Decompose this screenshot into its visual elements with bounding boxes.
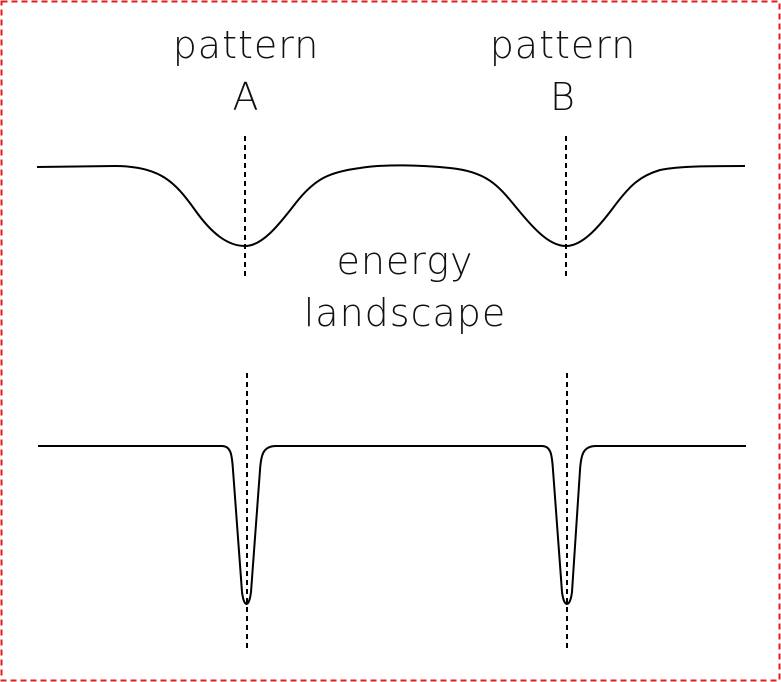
pattern-a-label-line1: pattern [173,23,320,67]
energy-landscape-label-line2: landscape [304,291,507,335]
pattern-b-label-line1: pattern [490,23,637,67]
energy-landscape-label-line1: energy [336,239,473,283]
pattern-a-label-line2: A [233,75,260,119]
pattern-b-label-line2: B [550,75,576,119]
deep-landscape-curve [38,445,746,605]
shallow-landscape-curve [36,164,746,248]
